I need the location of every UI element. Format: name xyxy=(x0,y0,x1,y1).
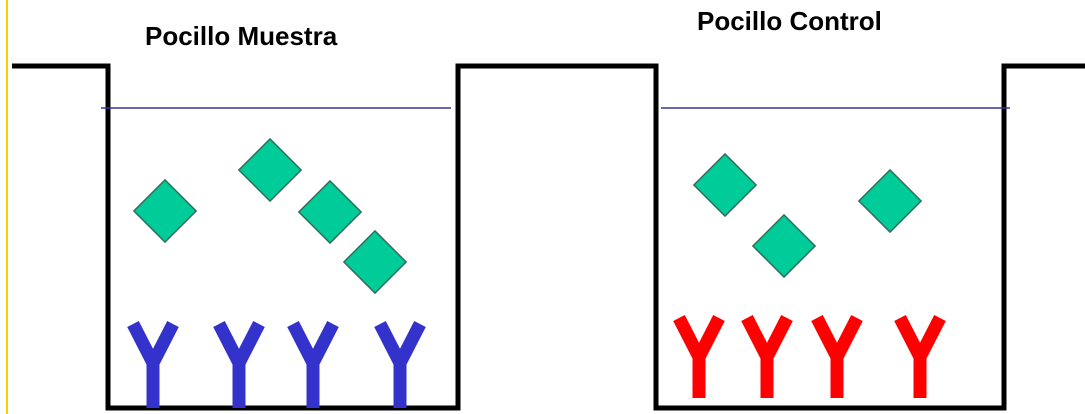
control-antibodies xyxy=(673,315,946,398)
antigen-diamond xyxy=(692,152,758,218)
antigen-diamond xyxy=(297,179,363,245)
sample-antibodies xyxy=(127,321,426,408)
antibody-y-icon xyxy=(894,315,946,398)
control-well-title: Pocillo Control xyxy=(697,6,882,36)
antibody-y-icon xyxy=(811,315,863,398)
antibody-y-icon xyxy=(673,315,725,398)
antigen-diamond xyxy=(237,137,303,203)
antibody-y-icon xyxy=(213,321,265,408)
antigen-diamond xyxy=(751,213,817,279)
antibody-y-icon xyxy=(741,315,793,398)
antibody-y-icon xyxy=(287,321,339,408)
plate-outline xyxy=(12,63,1085,411)
antibody-y-icon xyxy=(374,321,426,408)
antibody-y-icon xyxy=(127,321,179,408)
sample-antigens xyxy=(132,137,408,295)
sample-well-title: Pocillo Muestra xyxy=(145,21,338,51)
antigen-diamond xyxy=(857,168,923,234)
control-antigens xyxy=(692,152,923,279)
antigen-diamond xyxy=(342,229,408,295)
antigen-diamond xyxy=(132,178,198,244)
